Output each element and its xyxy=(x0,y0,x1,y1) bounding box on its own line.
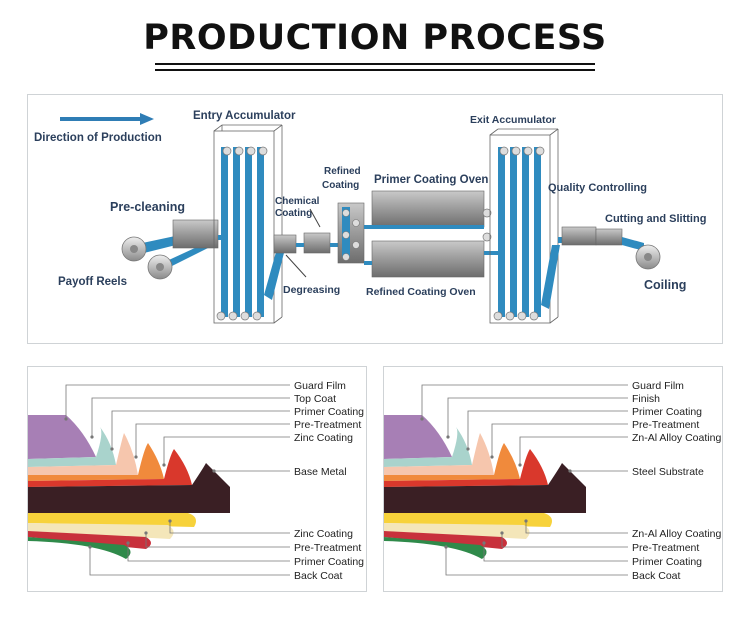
layer-zinc-coating-bottom-shape xyxy=(28,513,196,527)
chemical-coating-unit xyxy=(303,232,331,254)
label-left-bottom-0: Zinc Coating xyxy=(294,528,353,540)
label-refined-coating-oven: Refined Coating Oven xyxy=(366,286,476,298)
label-direction: Direction of Production xyxy=(34,132,162,144)
layer-primer-coating-bottom-shape xyxy=(28,531,151,549)
label-quality-controlling: Quality Controlling xyxy=(548,182,647,194)
layer-guard-film-shape xyxy=(28,415,96,459)
label-cutting-and-slitting: Cutting and Slitting xyxy=(605,213,706,225)
label-exit-accumulator: Exit Accumulator xyxy=(470,114,556,126)
label-left-bottom-1: Pre-Treatment xyxy=(294,542,361,554)
layer-top-coat-shape xyxy=(28,427,116,467)
layer-finish-shape-r xyxy=(384,427,472,467)
layer-primer-coating-bottom-shape-r xyxy=(384,531,507,549)
primer-coating-oven xyxy=(371,190,485,228)
label-degreasing: Degreasing xyxy=(283,284,340,296)
label-refined: Refined xyxy=(324,166,361,177)
direction-arrow-icon xyxy=(60,113,154,125)
label-left-top-3: Pre-Treatment xyxy=(294,419,361,431)
label-left-bottom-3: Back Coat xyxy=(294,570,343,582)
label-chemical-coating: Coating xyxy=(275,208,312,219)
layer-back-coat-shape xyxy=(28,537,131,559)
layer-diagram-right: Guard Film Finish Primer Coating Pre-Tre… xyxy=(384,380,721,582)
layer-primer-coating-shape-r xyxy=(384,433,494,475)
label-entry-accumulator: Entry Accumulator xyxy=(193,110,296,122)
quality-control-unit xyxy=(561,226,597,246)
layer-zn-al-coating-top-shape-r xyxy=(384,449,548,487)
refined-coating-oven xyxy=(371,240,485,278)
refined-coating-unit xyxy=(337,202,365,264)
layer-pre-treatment-bottom-shape xyxy=(28,523,174,539)
label-refined-coating: Coating xyxy=(322,180,359,191)
layer-structure-panel-right: Guard Film Finish Primer Coating Pre-Tre… xyxy=(383,366,723,592)
label-pre-cleaning: Pre-cleaning xyxy=(110,200,185,214)
layer-guard-film-shape-r xyxy=(384,415,452,459)
production-line-panel: Direction of Production Pre-cleaning Pay… xyxy=(27,94,723,344)
label-left-top-0: Guard Film xyxy=(294,380,346,392)
label-right-bottom-2: Primer Coating xyxy=(632,556,702,568)
layer-back-coat-shape-r xyxy=(384,537,487,559)
entry-accumulator-tower xyxy=(213,124,286,324)
layer-diagram-left: Guard Film Top Coat Primer Coating Pre-T… xyxy=(28,380,364,582)
layer-steel-substrate-shape-r xyxy=(384,463,586,513)
page-title: PRODUCTION PROCESS xyxy=(143,18,607,58)
label-coiling: Coiling xyxy=(644,278,686,292)
layer-base-metal-shape xyxy=(28,463,230,513)
label-left-top-2: Primer Coating xyxy=(294,406,364,418)
layer-pre-treatment-bottom-shape-r xyxy=(384,523,530,539)
label-primer-coating-oven: Primer Coating Oven xyxy=(374,174,488,186)
title-underline-secondary xyxy=(155,69,595,71)
layer-pre-treatment-shape xyxy=(28,443,164,481)
label-left-middle: Base Metal xyxy=(294,466,347,478)
label-right-top-0: Guard Film xyxy=(632,380,684,392)
layer-primer-coating-shape xyxy=(28,433,138,475)
pre-cleaning-unit xyxy=(172,219,219,249)
label-payoff-reels: Payoff Reels xyxy=(58,276,127,288)
label-right-middle: Steel Substrate xyxy=(632,466,704,478)
label-right-bottom-3: Back Coat xyxy=(632,570,681,582)
layer-pre-treatment-shape-r xyxy=(384,443,520,481)
exit-accumulator-tower xyxy=(489,128,560,324)
label-right-top-1: Finish xyxy=(632,393,660,405)
label-left-top-4: Zinc Coating xyxy=(294,432,353,444)
coiling-reel-icon xyxy=(635,244,661,270)
label-left-bottom-2: Primer Coating xyxy=(294,556,364,568)
label-left-top-1: Top Coat xyxy=(294,393,336,405)
title-underline xyxy=(155,63,595,65)
label-right-top-4: Zn-Al Alloy Coating xyxy=(632,432,721,444)
cutting-slitting-unit xyxy=(595,228,623,246)
label-right-bottom-1: Pre-Treatment xyxy=(632,542,699,554)
degreasing-unit xyxy=(273,234,297,254)
production-line-diagram: Direction of Production Pre-cleaning Pay… xyxy=(34,110,706,324)
label-right-top-2: Primer Coating xyxy=(632,406,702,418)
label-right-bottom-0: Zn-Al Alloy Coating xyxy=(632,528,721,540)
layer-zn-al-coating-bottom-shape-r xyxy=(384,513,552,527)
layer-structure-panel-left: Guard Film Top Coat Primer Coating Pre-T… xyxy=(27,366,367,592)
label-chemical: Chemical xyxy=(275,196,320,207)
layer-zinc-coating-top-shape xyxy=(28,449,192,487)
label-right-top-3: Pre-Treatment xyxy=(632,419,699,431)
